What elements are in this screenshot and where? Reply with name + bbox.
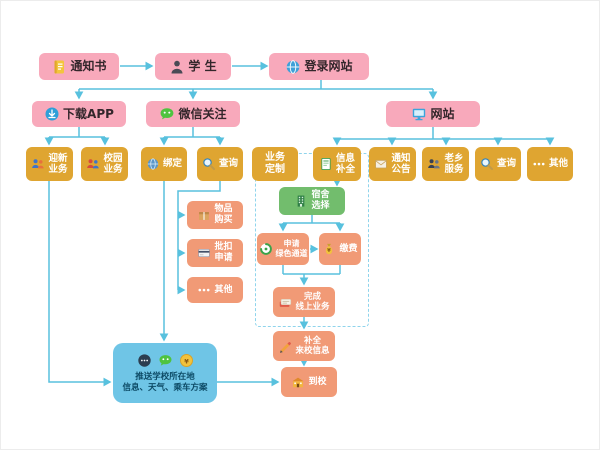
site-query-label: 查询 [496,158,516,170]
coin-icon: ¥ [179,353,194,368]
green-swirl-icon [259,242,273,256]
connector-37 [177,181,221,290]
green-channel-label: 申请绿色通道 [275,239,308,258]
envelope-icon [374,157,388,171]
wechat-other-label: 其他 [214,284,233,295]
dorm-selection-label: 宿舍选择 [311,190,330,211]
svg-text:¥: ¥ [328,248,332,254]
wechat-query-node: 查询 [197,147,243,181]
parcel-icon [197,208,211,222]
batch-deduct-node: 批扣申请 [187,239,243,267]
people-red-icon [86,157,100,171]
app-download-icon [44,106,60,122]
building-icon [294,194,308,208]
person-icon [169,59,185,75]
business-custom-dashed-region [255,153,369,327]
campus-business-node: 校园业务 [81,147,128,181]
green-channel-node: 申请绿色通道 [257,233,309,265]
login-website-node: 登录网站 [269,53,369,80]
arrive-school-node: 到校 [281,367,337,397]
notification-letter-node: 通知书 [39,53,119,80]
arrive-school-label: 到校 [308,376,327,387]
finish-online-node: 完成线上业务 [273,287,335,317]
push-info-label: 推送学校所在地信息、天气、乘车方案 [122,372,208,393]
connector-35 [48,181,112,387]
bind-label: 绑定 [162,158,182,170]
finish-online-label: 完成线上业务 [295,291,330,312]
globe-small-icon [146,157,160,171]
welcome-business-label: 迎新业务 [48,152,68,175]
student-node: 学 生 [155,53,231,80]
site-other-node: 其他 [527,147,573,181]
complete-info-node: 补全来校信息 [273,331,335,361]
wechat-query-label: 查询 [218,158,238,170]
wechat-other-node: 其他 [187,277,243,303]
business-custom-label: 业务定制 [265,152,285,175]
people-dark-icon [427,157,441,171]
notification-letter-label: 通知书 [70,59,107,74]
notice-node: 通知公告 [369,147,416,181]
website-node: 网站 [386,101,480,127]
site-query-node: 查询 [475,147,521,181]
info-completion-node: 信息补全 [313,147,361,181]
push-info-icon-row: ¥ [137,353,194,368]
business-custom-node: 业务定制 [252,147,298,181]
pencil-icon [278,339,292,353]
magnifier-icon [480,157,494,171]
hometown-service-label: 老乡服务 [444,152,464,175]
dots-icon [532,157,546,171]
info-completion-label: 信息补全 [335,152,355,175]
bank-card-icon [197,246,211,260]
notice-label: 通知公告 [391,152,411,175]
monitor-icon [411,106,427,122]
download-app-node: 下载APP [32,101,126,127]
magnifier-icon [202,157,216,171]
hometown-service-node: 老乡服务 [422,147,469,181]
dots-icon [197,283,211,297]
batch-deduct-label: 批扣申请 [214,242,233,263]
chat-dots-icon [137,353,152,368]
dorm-selection-node: 宿舍选择 [279,187,345,215]
globe-icon [285,59,301,75]
money-bag-icon: ¥ [322,242,336,256]
pay-fee-node: ¥ 缴费 [319,233,361,265]
wechat-icon [159,106,175,122]
wechat-follow-node: 微信关注 [146,101,240,127]
welcome-business-node: 迎新业务 [26,147,73,181]
campus-business-label: 校园业务 [103,152,123,175]
svg-text:¥: ¥ [184,358,189,366]
item-purchase-node: 物品购买 [187,201,243,229]
item-purchase-label: 物品购买 [214,204,233,225]
push-info-node: ¥ 推送学校所在地信息、天气、乘车方案 [113,343,217,403]
student-label: 学 生 [188,59,217,74]
papers-icon [278,295,292,309]
complete-info-label: 补全来校信息 [295,335,330,356]
bind-node: 绑定 [141,147,187,181]
site-other-label: 其他 [548,158,568,170]
people-blue-icon [31,157,45,171]
pay-fee-label: 缴费 [339,243,358,254]
wechat-follow-label: 微信关注 [178,106,227,121]
school-icon [291,375,305,389]
notebook-icon [51,59,67,75]
login-website-label: 登录网站 [304,59,353,74]
wechat-icon [158,353,173,368]
website-label: 网站 [430,106,455,121]
form-icon [319,157,333,171]
download-app-label: 下载APP [63,106,114,121]
